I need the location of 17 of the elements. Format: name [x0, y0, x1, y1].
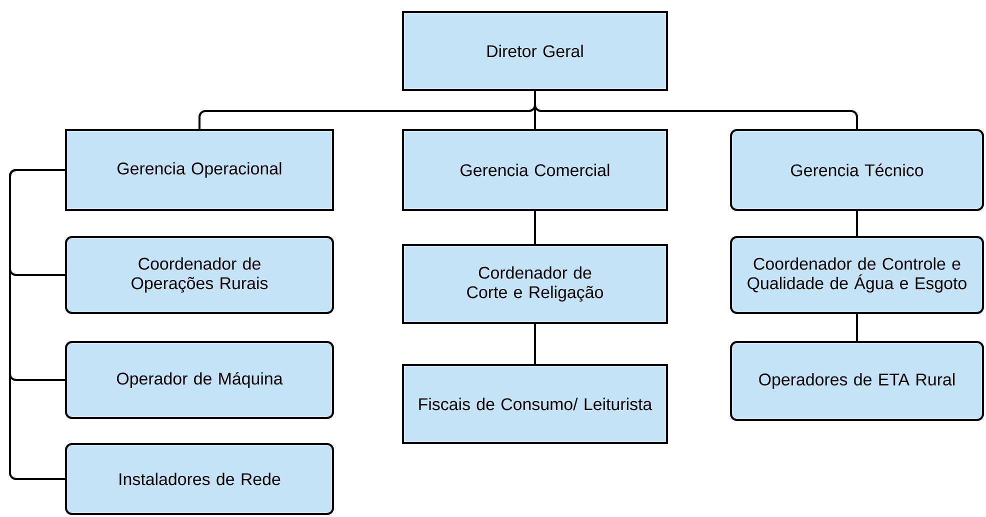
connector-line	[534, 211, 536, 244]
manager-box: Gerencia Comercial	[402, 129, 668, 211]
connector-line	[856, 314, 858, 341]
connector-line	[534, 91, 858, 129]
staff-box: Coordenador de Controle e Qualidade de Água e Esgoto	[730, 236, 984, 314]
staff-box: Instaladores de Rede	[65, 443, 334, 515]
manager-box: Gerencia Técnico	[730, 129, 984, 211]
staff-box: Coordenador de Operações Rurais	[65, 236, 334, 314]
director-box: Diretor Geral	[402, 11, 668, 91]
staff-box: Operador de Máquina	[65, 341, 334, 419]
connector-line	[534, 324, 536, 364]
connector-line	[856, 211, 858, 236]
manager-box: Gerencia Operacional	[65, 129, 334, 211]
staff-box: Fiscais de Consumo/ Leiturista	[402, 364, 668, 444]
staff-box: Operadores de ETA Rural	[730, 341, 984, 421]
staff-box: Cordenador de Corte e Religação	[402, 244, 668, 324]
connector-line	[9, 169, 65, 480]
